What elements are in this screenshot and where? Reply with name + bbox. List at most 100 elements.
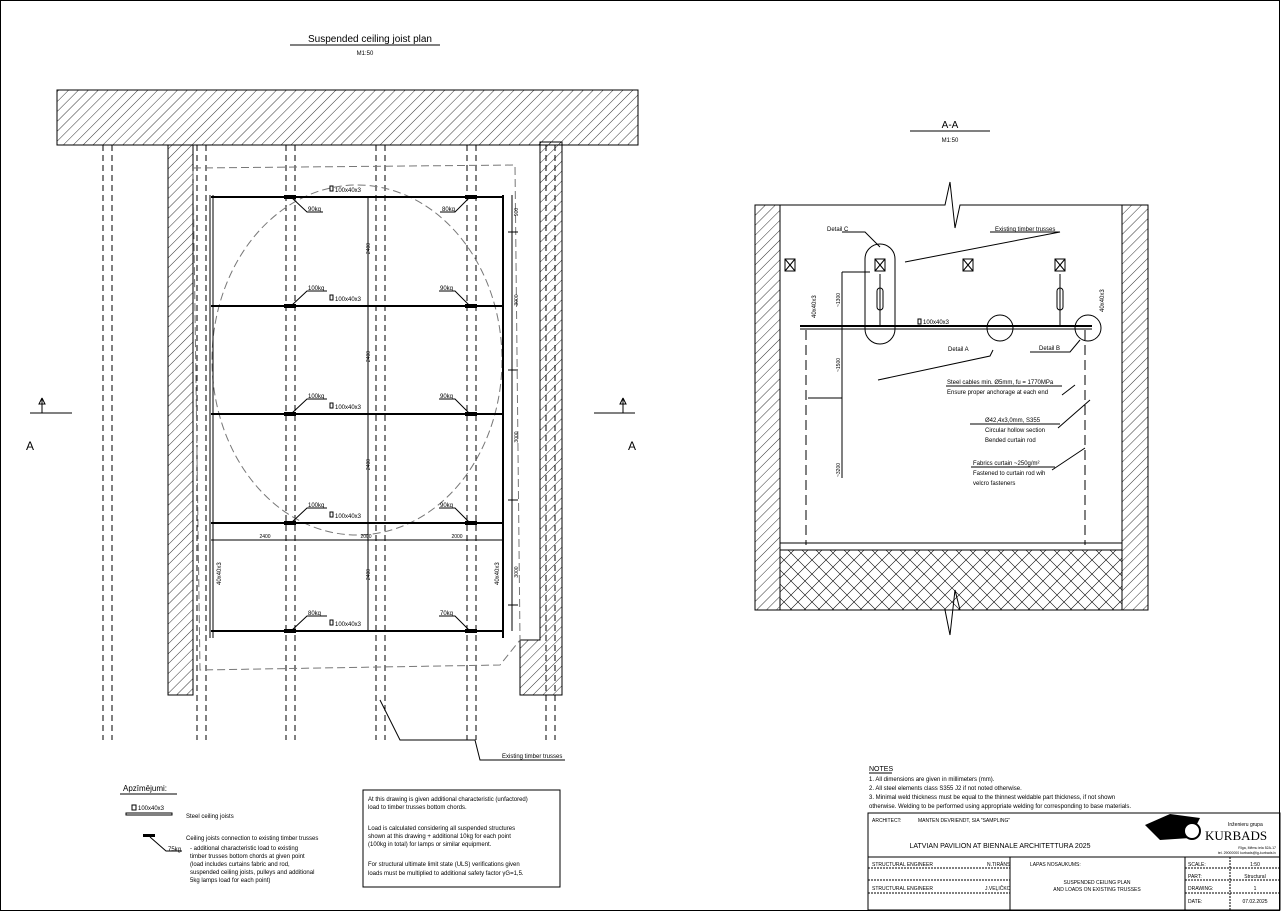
path bbox=[290, 398, 327, 415]
hollow-section-symbol bbox=[329, 619, 334, 626]
dimension-label: 2000 bbox=[451, 534, 462, 540]
svg-text:N.TIRĀNS: N.TIRĀNS bbox=[987, 861, 1011, 868]
svg-text:LAPAS NOSAUKUMS:: LAPAS NOSAUKUMS: bbox=[1030, 862, 1081, 868]
timber-truss-section bbox=[1054, 258, 1066, 272]
fabric-note: velcro fasteners bbox=[973, 481, 1015, 487]
plan-scale: M1:50 bbox=[357, 51, 374, 57]
section-title: A-A bbox=[942, 120, 959, 131]
svg-text:STRUCTURAL ENGINEER: STRUCTURAL ENGINEER bbox=[872, 886, 933, 892]
svg-text:ARCHITECT:: ARCHITECT: bbox=[872, 818, 901, 824]
svg-text:DRAWING:: DRAWING: bbox=[1188, 886, 1213, 892]
load-label: 90kg bbox=[308, 207, 321, 213]
truss-cross bbox=[962, 258, 974, 272]
svg-text:SCALE:: SCALE: bbox=[1188, 862, 1206, 868]
left-wall bbox=[167, 144, 194, 696]
note-item: otherwise. Welding to be performed using… bbox=[869, 804, 1131, 810]
top-wall bbox=[56, 89, 639, 146]
svg-text:100x40x3: 100x40x3 bbox=[138, 806, 165, 812]
timber-truss-section bbox=[784, 258, 796, 272]
hollow-section-symbol bbox=[329, 185, 334, 192]
edge-member-label: 40x40x3 bbox=[217, 562, 223, 585]
legend-load-desc: 5kg lamps load for each point) bbox=[190, 878, 270, 884]
svg-text:Structural: Structural bbox=[1244, 874, 1265, 880]
legend-load-desc: suspended ceiling joists, pulleys and ad… bbox=[190, 870, 314, 876]
detail-a-marker bbox=[986, 314, 1014, 342]
break-line-top bbox=[780, 181, 1122, 229]
fabric-note: Fastened to curtain rod wih bbox=[973, 471, 1045, 477]
legend-load-desc: (load includes curtains fabric and rod, bbox=[190, 862, 290, 868]
rod-note: Circular hollow section bbox=[985, 428, 1045, 434]
load-label: 80kg bbox=[308, 611, 321, 617]
timber-truss-section bbox=[962, 258, 974, 272]
fabric-note: Fabrics curtain ~250g/m² bbox=[973, 461, 1040, 467]
section-mark-right: A bbox=[594, 397, 636, 453]
svg-text:M1:50: M1:50 bbox=[942, 138, 959, 144]
post-label: 40x40x3 bbox=[1100, 289, 1106, 312]
rod-note: Ø42,4x3,0mm, S355 bbox=[985, 418, 1041, 424]
path bbox=[290, 196, 323, 213]
svg-text:Apzīmējumi:: Apzīmējumi: bbox=[123, 784, 167, 793]
load-points bbox=[284, 195, 477, 633]
load-point-marker bbox=[465, 195, 477, 199]
path bbox=[290, 507, 327, 524]
legend-load-desc: - additional characteristic load to exis… bbox=[190, 846, 298, 852]
post-label: 40x40x3 bbox=[812, 295, 818, 318]
legend-load-desc: timber trusses bottom chords at given po… bbox=[190, 854, 305, 860]
dimension-label: ~2400 bbox=[366, 351, 372, 365]
load-point-marker bbox=[465, 304, 477, 308]
load-point-marker bbox=[284, 521, 296, 525]
load-label: 90kg bbox=[440, 286, 453, 292]
rod-label: 100x40x3 bbox=[923, 320, 950, 326]
load-point-marker bbox=[284, 304, 296, 308]
detail-b-label: Detail B bbox=[1039, 346, 1060, 352]
notes: NOTES 1. All dimensions are given in mil… bbox=[869, 766, 1131, 810]
load-point-marker bbox=[465, 629, 477, 633]
load-point-marker bbox=[465, 412, 477, 416]
dimension-label: ~2400 bbox=[366, 243, 372, 257]
svg-text:Steel ceiling joists: Steel ceiling joists bbox=[186, 814, 234, 820]
cable-note: Ensure proper anchorage at each end bbox=[947, 390, 1048, 396]
svg-text:STRUCTURAL ENGINEER: STRUCTURAL ENGINEER bbox=[872, 862, 933, 868]
dimension-label: 2000 bbox=[360, 534, 371, 540]
load-label: 90kg bbox=[440, 394, 453, 400]
timber-truss-section bbox=[874, 258, 886, 272]
fabric-curtain bbox=[805, 330, 1086, 545]
svg-text:A: A bbox=[628, 439, 636, 453]
detail-b-marker bbox=[1074, 314, 1102, 342]
dimension-label: ~1300 bbox=[836, 293, 842, 307]
joist-label: 100x40x3 bbox=[335, 405, 362, 411]
section-right-wall bbox=[1121, 204, 1149, 611]
rod-note: Bended curtain rod bbox=[985, 438, 1036, 444]
load-label: 80kg bbox=[442, 207, 455, 213]
svg-text:PART:: PART: bbox=[1188, 874, 1202, 880]
dimension-label: 3000 bbox=[514, 294, 520, 305]
dimension-label: ~2400 bbox=[366, 569, 372, 583]
svg-text:KURBADS: KURBADS bbox=[1205, 828, 1267, 843]
svg-text:AND LOADS ON EXISTING TRUSSES: AND LOADS ON EXISTING TRUSSES bbox=[1053, 887, 1141, 893]
svg-text:75kg: 75kg bbox=[168, 847, 181, 853]
svg-text:J.VEĻIČKO: J.VEĻIČKO bbox=[985, 885, 1011, 892]
detail-a-label: Detail A bbox=[948, 347, 969, 353]
svg-text:tel. 29000000 kurbads@ig-kurba: tel. 29000000 kurbads@ig-kurbads.lv bbox=[1218, 851, 1276, 855]
dimension-label: ~1500 bbox=[836, 358, 842, 372]
truss-cross bbox=[784, 258, 796, 272]
load-label: 100kg bbox=[308, 503, 324, 509]
break-line-bottom bbox=[944, 589, 961, 636]
trusses-label: Existing timber trusses bbox=[502, 754, 562, 760]
info-line: For structural ultimate limit state (ULS… bbox=[368, 862, 520, 868]
info-line: (100kg in total) for lamps or similar eq… bbox=[368, 842, 492, 848]
legend-load-desc: Ceiling joists connection to existing ti… bbox=[186, 836, 318, 842]
info-line: At this drawing is given additional char… bbox=[368, 797, 528, 803]
detail-c-marker bbox=[864, 243, 896, 345]
hollow-section-symbol bbox=[329, 402, 334, 409]
dimension-label: ~3200 bbox=[836, 463, 842, 477]
joist-label: 100x40x3 bbox=[335, 188, 362, 194]
path bbox=[290, 290, 327, 307]
note-item: 1. All dimensions are given in millimete… bbox=[869, 777, 995, 783]
svg-text:1:50: 1:50 bbox=[1250, 862, 1260, 868]
section-mark-left: A bbox=[26, 397, 72, 453]
svg-text:Inženieru grupa: Inženieru grupa bbox=[1228, 822, 1263, 828]
